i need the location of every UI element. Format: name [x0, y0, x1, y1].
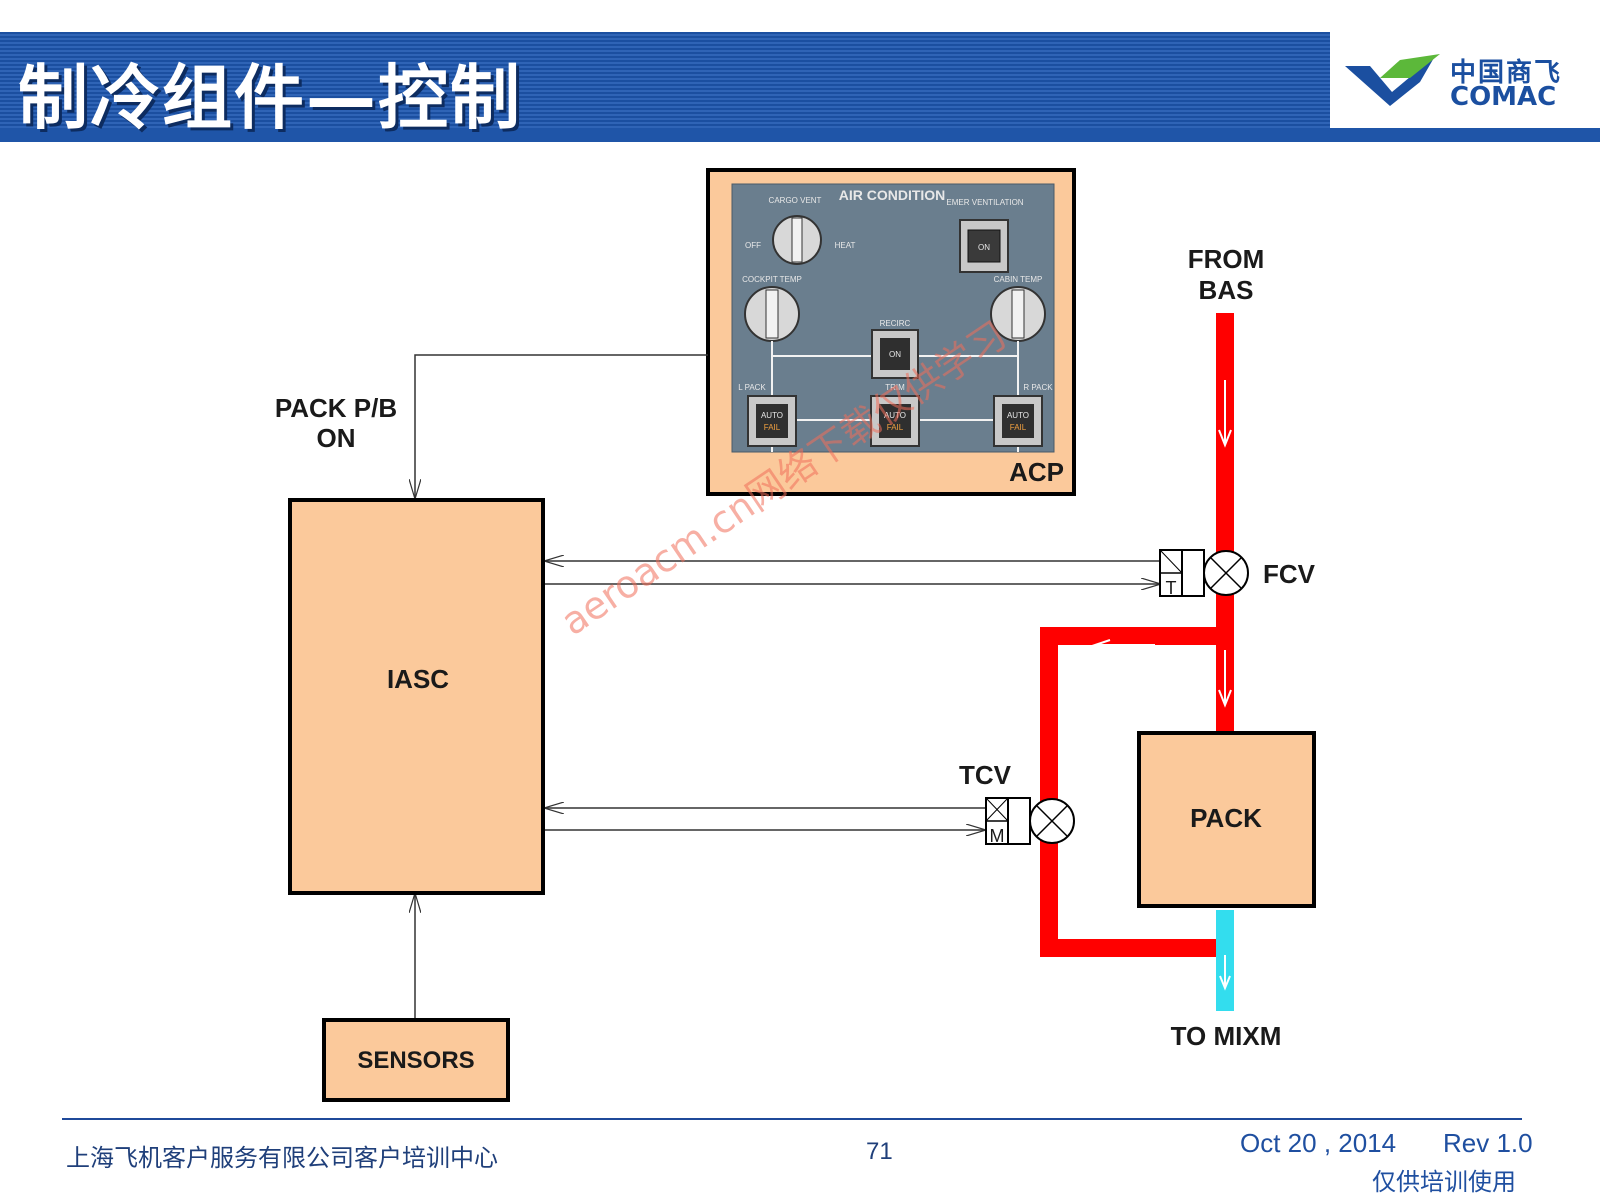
trim-button[interactable]: AUTO FAIL [870, 395, 920, 447]
to-mixm-label: TO MIXM [1171, 1021, 1282, 1051]
footer-revision: Rev 1.0 [1443, 1128, 1533, 1158]
l-pack-button[interactable]: AUTO FAIL [747, 395, 797, 447]
iasc-label: IASC [387, 664, 449, 694]
trim-auto-label: AUTO [884, 411, 906, 420]
comac-logo-icon [1345, 54, 1440, 106]
from-label: FROM [1188, 244, 1265, 274]
trim-label: TRIM [885, 383, 905, 392]
l-pack-auto-label: AUTO [761, 411, 783, 420]
tcv-m-label: M [990, 826, 1005, 846]
iasc-box: IASC [288, 498, 545, 895]
footer-date: Oct 20 , 2014 [1240, 1128, 1397, 1158]
pack-box: PACK [1137, 731, 1316, 908]
recirc-label: RECIRC [880, 319, 911, 328]
emer-ventilation-button[interactable]: ON [959, 219, 1009, 273]
header-banner [0, 32, 1330, 142]
sensors-box: SENSORS [322, 1018, 510, 1102]
r-pack-fail-label: FAIL [1010, 423, 1027, 432]
pack-pb-label: PACK P/B [275, 393, 397, 423]
flow-arrows [1091, 380, 1232, 991]
trim-fail-label: FAIL [887, 423, 904, 432]
acp-label: ACP [1009, 457, 1064, 487]
tcv-label: TCV [959, 760, 1012, 790]
recirc-on-label: ON [889, 350, 901, 359]
r-pack-auto-label: AUTO [1007, 411, 1029, 420]
pack-label: PACK [1190, 803, 1262, 833]
page-number: 71 [866, 1138, 893, 1165]
cargo-vent-label: CARGO VENT [769, 196, 822, 205]
comac-logo: 中国商飞 COMAC [1340, 48, 1580, 118]
hot-air-duct [1040, 313, 1234, 957]
r-pack-button[interactable]: AUTO FAIL [993, 395, 1043, 447]
page-title: 制冷组件—控制 [18, 57, 522, 139]
logo-text-en: COMAC [1450, 82, 1557, 112]
footer-company: 上海飞机客户服务有限公司客户培训中心 [66, 1144, 498, 1172]
bas-label: BAS [1199, 275, 1254, 305]
off-label: OFF [745, 241, 761, 250]
cockpit-temp-label: COCKPIT TEMP [742, 275, 802, 284]
sensors-label: SENSORS [357, 1047, 474, 1074]
fcv-valve: T [1159, 549, 1249, 598]
emer-on-label: ON [978, 243, 990, 252]
fcv-label: FCV [1263, 559, 1316, 589]
acp-panel: AIR CONDITION CARGO VENT OFF HEAT EMER V… [706, 168, 1076, 496]
tcv-valve: M [985, 797, 1075, 846]
l-pack-label: L PACK [738, 383, 766, 392]
cabin-temp-label: CABIN TEMP [994, 275, 1043, 284]
footer-note: 仅供培训使用 [1372, 1168, 1516, 1196]
fcv-t-label: T [1166, 578, 1177, 598]
emer-ventilation-label: EMER VENTILATION [946, 198, 1023, 207]
r-pack-label: R PACK [1023, 383, 1053, 392]
footer-divider [62, 1118, 1522, 1120]
l-pack-fail-label: FAIL [764, 423, 781, 432]
panel-title: AIR CONDITION [839, 187, 946, 203]
pack-pb-on-label: ON [317, 423, 356, 453]
header-underline [0, 128, 1600, 142]
cockpit-temp-knob[interactable] [744, 286, 800, 342]
heat-label: HEAT [835, 241, 856, 250]
acp-to-iasc-line [415, 354, 708, 498]
recirc-button[interactable]: ON [871, 329, 919, 379]
logo-text-cn: 中国商飞 [1450, 58, 1563, 88]
cargo-vent-knob[interactable] [772, 215, 822, 265]
